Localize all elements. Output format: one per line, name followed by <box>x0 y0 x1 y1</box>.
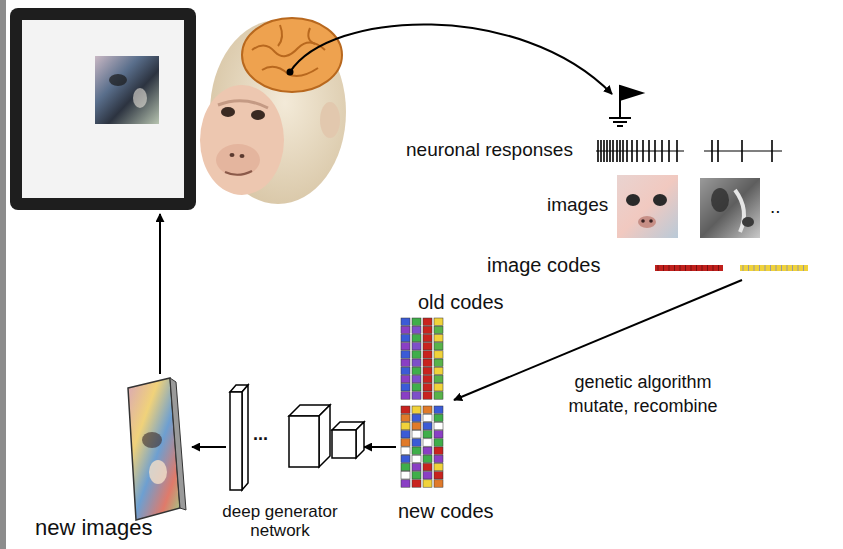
image-code-bar <box>655 265 808 271</box>
image-thumbnail <box>617 175 678 238</box>
spike-train <box>596 140 782 162</box>
label: image codes <box>487 254 600 277</box>
flow-arrow <box>192 446 226 448</box>
label: deep generator network <box>208 503 352 540</box>
label: new images <box>35 515 152 540</box>
label: neuronal responses <box>406 139 573 161</box>
label: ... <box>253 424 268 445</box>
image-thumbnail <box>700 178 760 238</box>
brain <box>242 18 342 92</box>
edge-bar <box>0 0 6 549</box>
monitor <box>10 8 196 210</box>
new-image <box>128 378 186 520</box>
label: old codes <box>418 291 504 314</box>
label: .. <box>770 196 781 218</box>
code-column <box>401 318 443 487</box>
label: images <box>547 194 608 216</box>
recording-arrow <box>290 24 612 94</box>
label: genetic algorithm mutate, recombine <box>548 370 738 419</box>
flow-arrow <box>364 446 396 448</box>
electrode-symbol <box>609 86 642 126</box>
label: new codes <box>398 500 494 523</box>
generator-network <box>230 385 364 490</box>
display-arrow <box>159 214 161 374</box>
